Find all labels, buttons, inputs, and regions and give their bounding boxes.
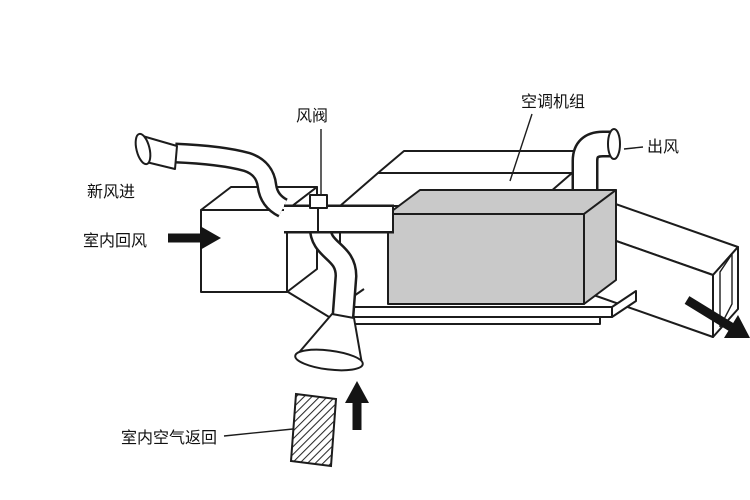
return-box-front bbox=[200, 209, 288, 293]
damper-actuator bbox=[309, 194, 328, 209]
return-grille bbox=[289, 392, 338, 468]
right-duct-opening bbox=[719, 251, 733, 328]
return-air-arrow-head bbox=[200, 226, 221, 250]
ahu-box-top bbox=[387, 189, 617, 215]
fresh-air-hood-mouth bbox=[134, 132, 152, 166]
fresh-air-pipe bbox=[134, 132, 289, 218]
leader-lines bbox=[223, 113, 644, 437]
grille-up-arrow-head bbox=[345, 381, 369, 403]
air-out-leader-line bbox=[623, 146, 644, 150]
outlet-pipe-body bbox=[574, 133, 614, 198]
outlet-flow-arrow-shaft bbox=[684, 296, 734, 331]
outlet-pipe-mouth bbox=[607, 128, 621, 160]
floor-return-assembly bbox=[289, 313, 364, 468]
grille-up-arrow bbox=[345, 381, 369, 430]
label-room-air-return: 室内空气返回 bbox=[121, 428, 217, 447]
label-air-out: 出风 bbox=[647, 137, 679, 156]
return-down-pipe bbox=[308, 224, 358, 317]
air-outlet-pipe bbox=[571, 128, 621, 198]
labels: 新风进 风阀 空调机组 出风 室内回风 室内空气返回 bbox=[83, 92, 679, 447]
return-air-arrow bbox=[168, 226, 221, 250]
return-hood-mouth bbox=[294, 348, 364, 372]
label-ahu: 空调机组 bbox=[521, 92, 585, 111]
fresh-pipe-body bbox=[174, 145, 287, 216]
damper-valve bbox=[309, 194, 328, 232]
outlet-flow-arrow-head bbox=[724, 315, 750, 338]
label-room-return-air: 室内回风 bbox=[83, 231, 147, 250]
main-connecting-pipe bbox=[284, 204, 394, 234]
platform-end-face bbox=[611, 290, 637, 318]
casing-lid-top-face bbox=[377, 150, 599, 174]
ahu-leader-line bbox=[509, 113, 533, 182]
ahu-unit-box bbox=[387, 189, 617, 305]
platform-lower-board bbox=[351, 316, 601, 325]
platform-front-board bbox=[337, 306, 613, 318]
ahu-box-front bbox=[387, 213, 585, 305]
flow-arrows bbox=[168, 226, 750, 430]
label-damper: 风阀 bbox=[296, 106, 328, 125]
outlet-flow-arrow bbox=[684, 296, 750, 338]
return-box-base-edge bbox=[287, 291, 335, 321]
return-leader-line bbox=[223, 428, 294, 437]
down-pipe-body bbox=[311, 225, 355, 317]
label-fresh-air-in: 新风进 bbox=[87, 182, 135, 201]
